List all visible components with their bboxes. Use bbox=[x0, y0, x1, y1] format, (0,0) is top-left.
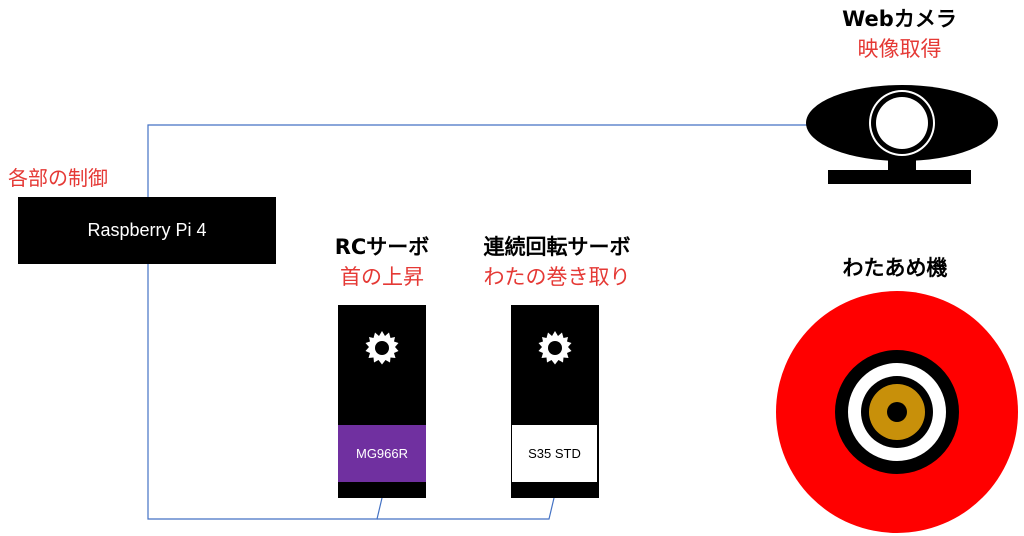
webcam-icon bbox=[806, 85, 998, 184]
gear-icon bbox=[365, 331, 399, 365]
raspberry-pi-box: Raspberry Pi 4 bbox=[18, 197, 276, 264]
webcam-title: Webカメラ bbox=[842, 7, 957, 31]
continuous-servo-model: S35 STD bbox=[512, 425, 597, 482]
wire-continuous-servo bbox=[377, 497, 555, 520]
cotton-candy-machine-icon bbox=[776, 291, 1018, 533]
raspberry-pi-role: 各部の制御 bbox=[8, 166, 108, 190]
gear-icon bbox=[538, 331, 572, 365]
continuous-servo-role: わたの巻き取り bbox=[483, 265, 631, 289]
rc-servo-role: 首の上昇 bbox=[340, 265, 424, 289]
rc-servo: MG966R bbox=[338, 305, 426, 498]
raspberry-pi-label: Raspberry Pi 4 bbox=[87, 220, 207, 240]
continuous-servo: S35 STD bbox=[511, 305, 599, 498]
webcam-role: 映像取得 bbox=[857, 37, 942, 61]
cotton-candy-machine-title: わたあめ機 bbox=[842, 256, 948, 280]
continuous-servo-title: 連続回転サーボ bbox=[483, 235, 631, 259]
wire-rc-servo bbox=[147, 264, 383, 520]
rc-servo-title: RCサーボ bbox=[334, 235, 430, 259]
rc-servo-model: MG966R bbox=[338, 425, 426, 482]
